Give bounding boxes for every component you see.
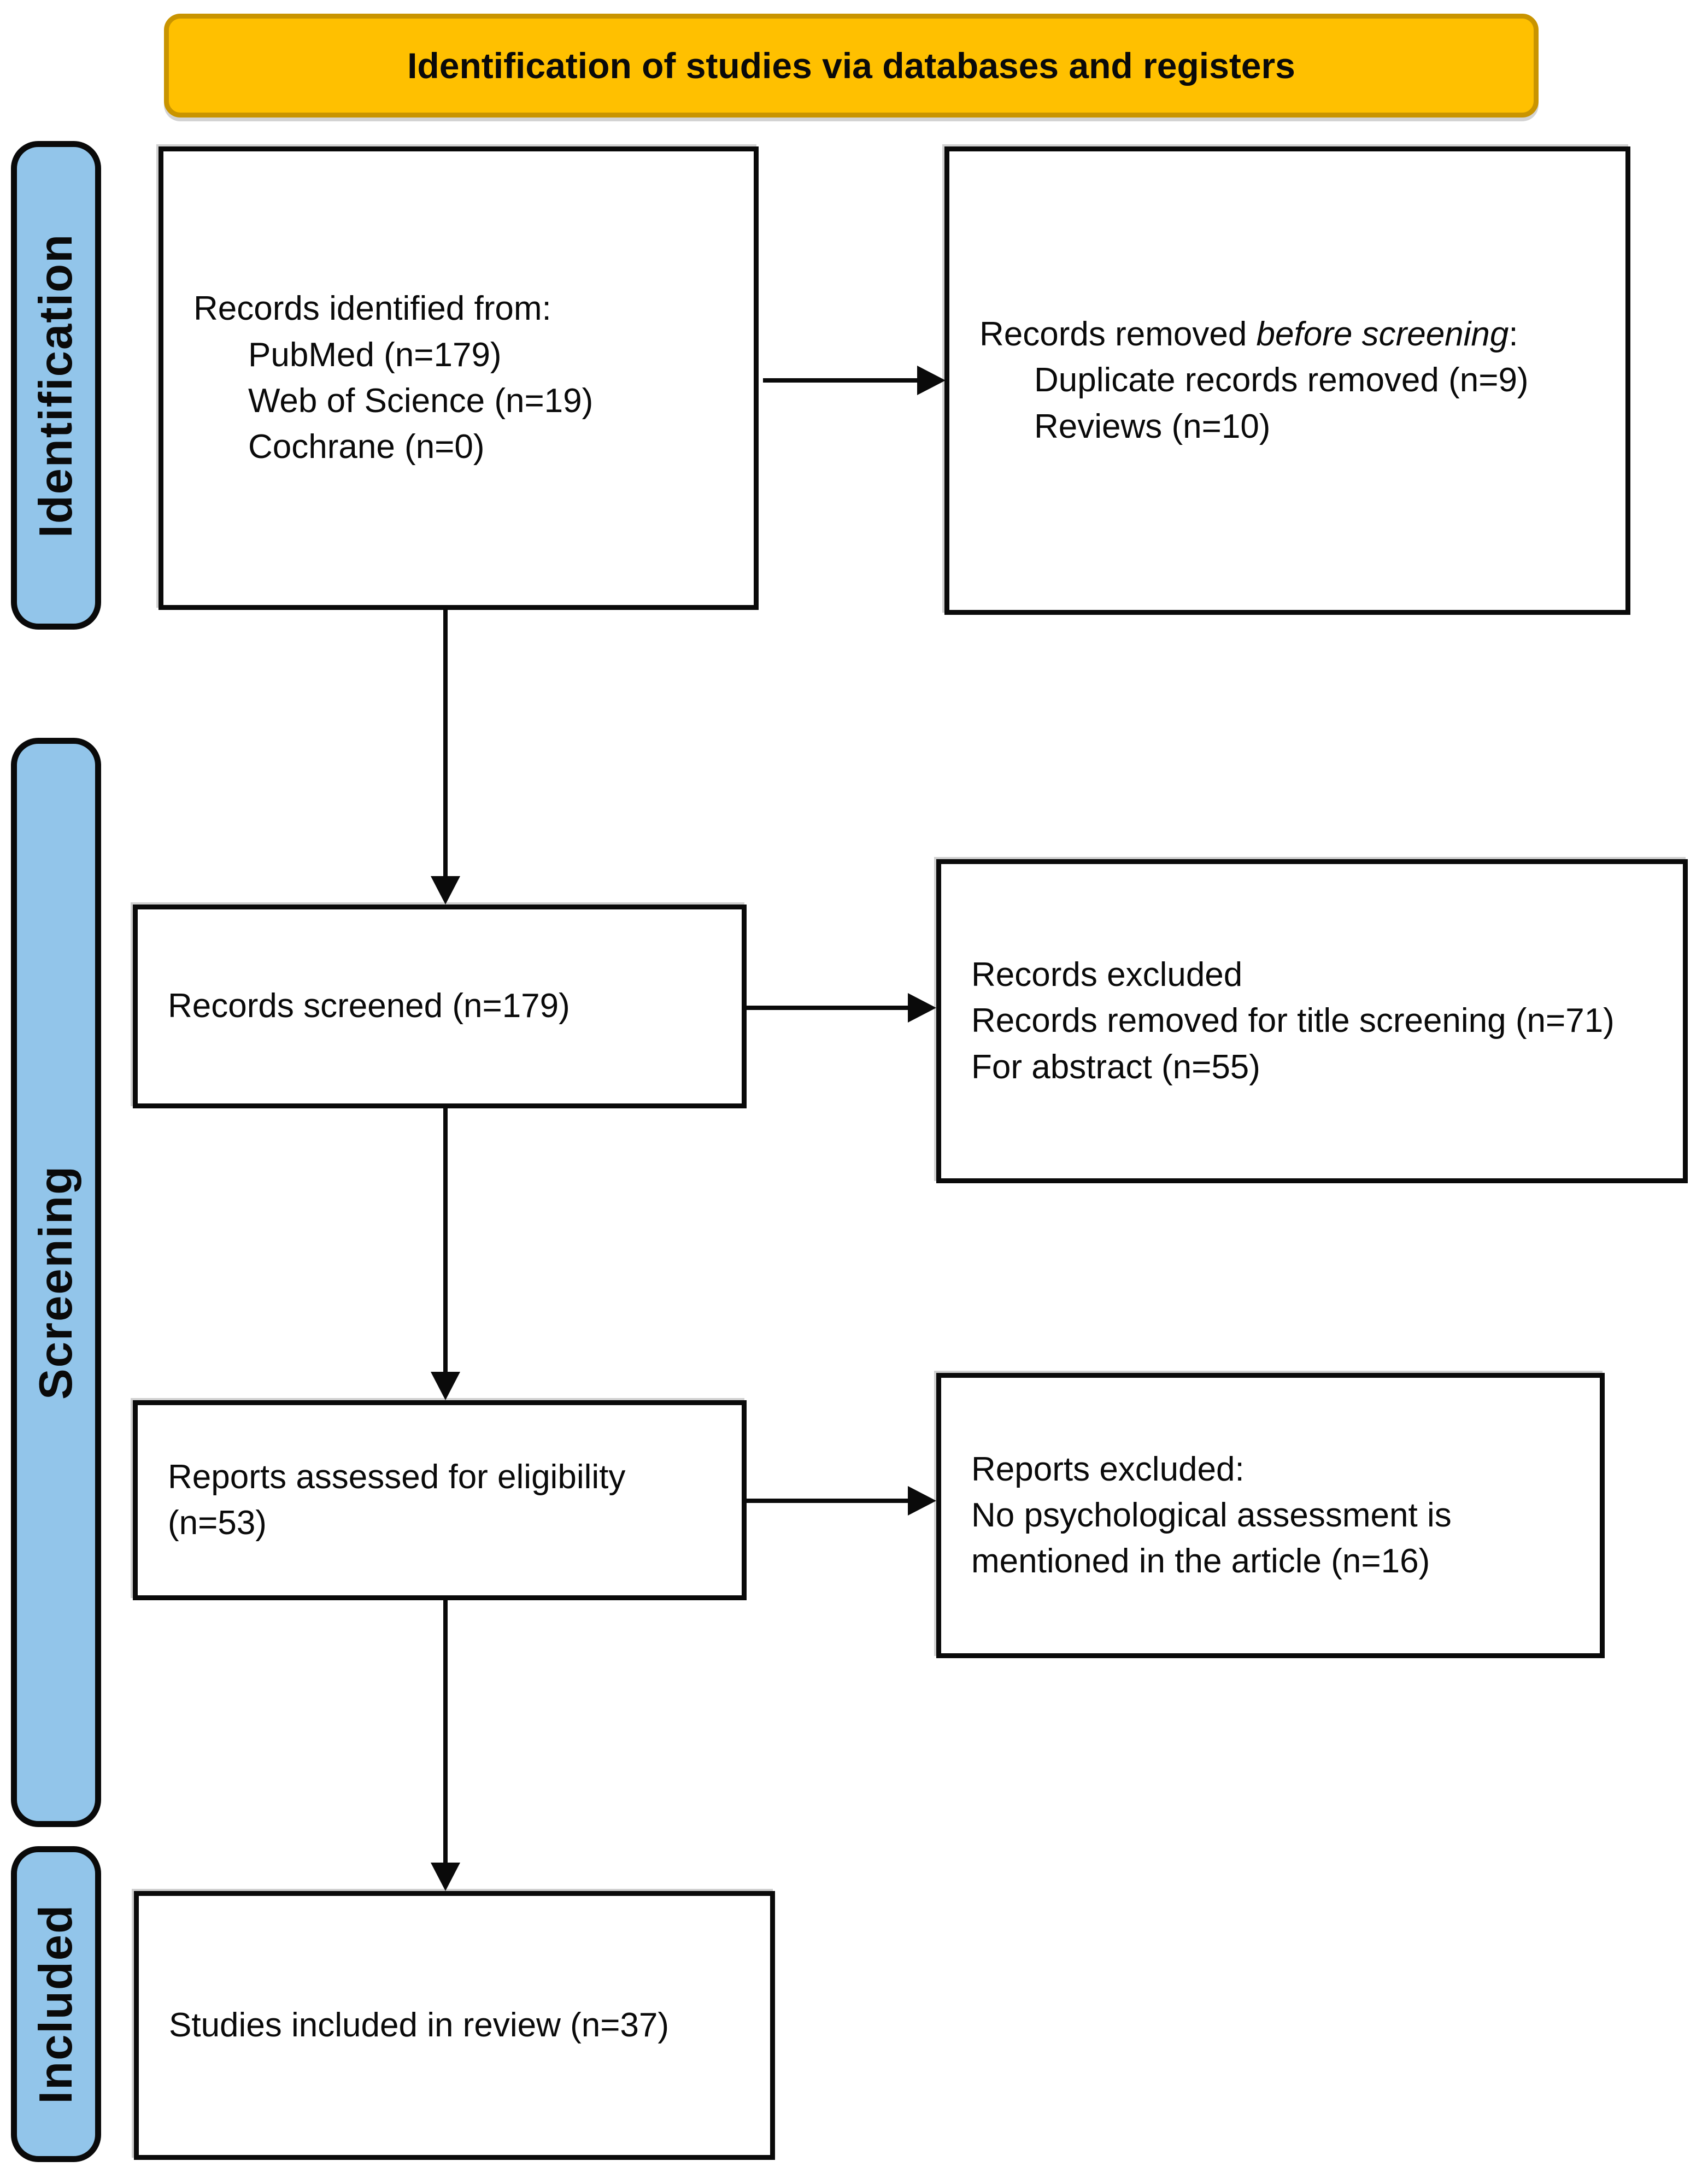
box-text-line: Records screened (n=179) [168, 987, 570, 1025]
box-text-line: Reports assessed for eligibility (n=53) [168, 1458, 626, 1542]
box-text-line: Reviews (n=10) [1034, 407, 1271, 445]
header-title: Identification of studies via databases … [407, 45, 1295, 86]
box-text-line: PubMed (n=179) [248, 336, 502, 374]
box-text-line: Duplicate records removed (n=9) [1034, 361, 1529, 400]
box-reports-assessed-for-eligibility: Reports assessed for eligibility (n=53) [133, 1400, 747, 1600]
box-text-line: Records removed for title screening (n=7… [971, 1002, 1615, 1040]
box-text-line: Records removed before screening: [979, 315, 1518, 354]
arrowhead-down-icon [431, 1863, 460, 1891]
stage-label-screening: Screening [30, 1165, 82, 1400]
box-records-screened: Records screened (n=179) [133, 905, 747, 1108]
box-text-line: Studies included in review (n=37) [169, 2006, 670, 2044]
stage-tab-included: Included [11, 1846, 101, 2162]
arrow-screened-to-excluded [747, 993, 936, 1023]
arrow-assessed-to-included [431, 1600, 460, 1891]
stage-tab-identification: Identification [11, 141, 101, 630]
box-text-line: Records identified from: [193, 290, 551, 328]
box-text-line: Cochrane (n=0) [248, 428, 485, 466]
box-records-removed-before-screening: Records removed before screening: Duplica… [944, 146, 1630, 615]
header-banner: Identification of studies via databases … [164, 14, 1539, 118]
box-text-line: Reports excluded: [971, 1450, 1245, 1488]
box-text-line: Records excluded [971, 956, 1243, 994]
stage-tab-screening: Screening [11, 738, 101, 1827]
stage-label-identification: Identification [30, 233, 82, 538]
box-text-line: For abstract (n=55) [971, 1048, 1260, 1086]
box-studies-included-in-review: Studies included in review (n=37) [134, 1891, 775, 2160]
arrowhead-right-icon [917, 366, 946, 395]
box-text-line: No psychological assessment is mentioned… [971, 1496, 1452, 1581]
box-text-line: Web of Science (n=19) [248, 382, 594, 420]
arrowhead-down-icon [431, 876, 460, 905]
arrow-assessed-to-reports-excluded [747, 1486, 936, 1516]
arrowhead-right-icon [908, 993, 936, 1023]
arrow-identified-to-removed [763, 366, 946, 395]
box-reports-excluded: Reports excluded: No psychological assess… [936, 1373, 1605, 1658]
arrowhead-down-icon [431, 1372, 460, 1400]
arrow-screened-to-assessed [431, 1108, 460, 1400]
stage-label-included: Included [30, 1904, 82, 2104]
box-records-identified: Records identified from: PubMed (n=179) We… [159, 146, 759, 610]
arrow-identified-to-screened [431, 610, 460, 905]
arrowhead-right-icon [908, 1486, 936, 1516]
